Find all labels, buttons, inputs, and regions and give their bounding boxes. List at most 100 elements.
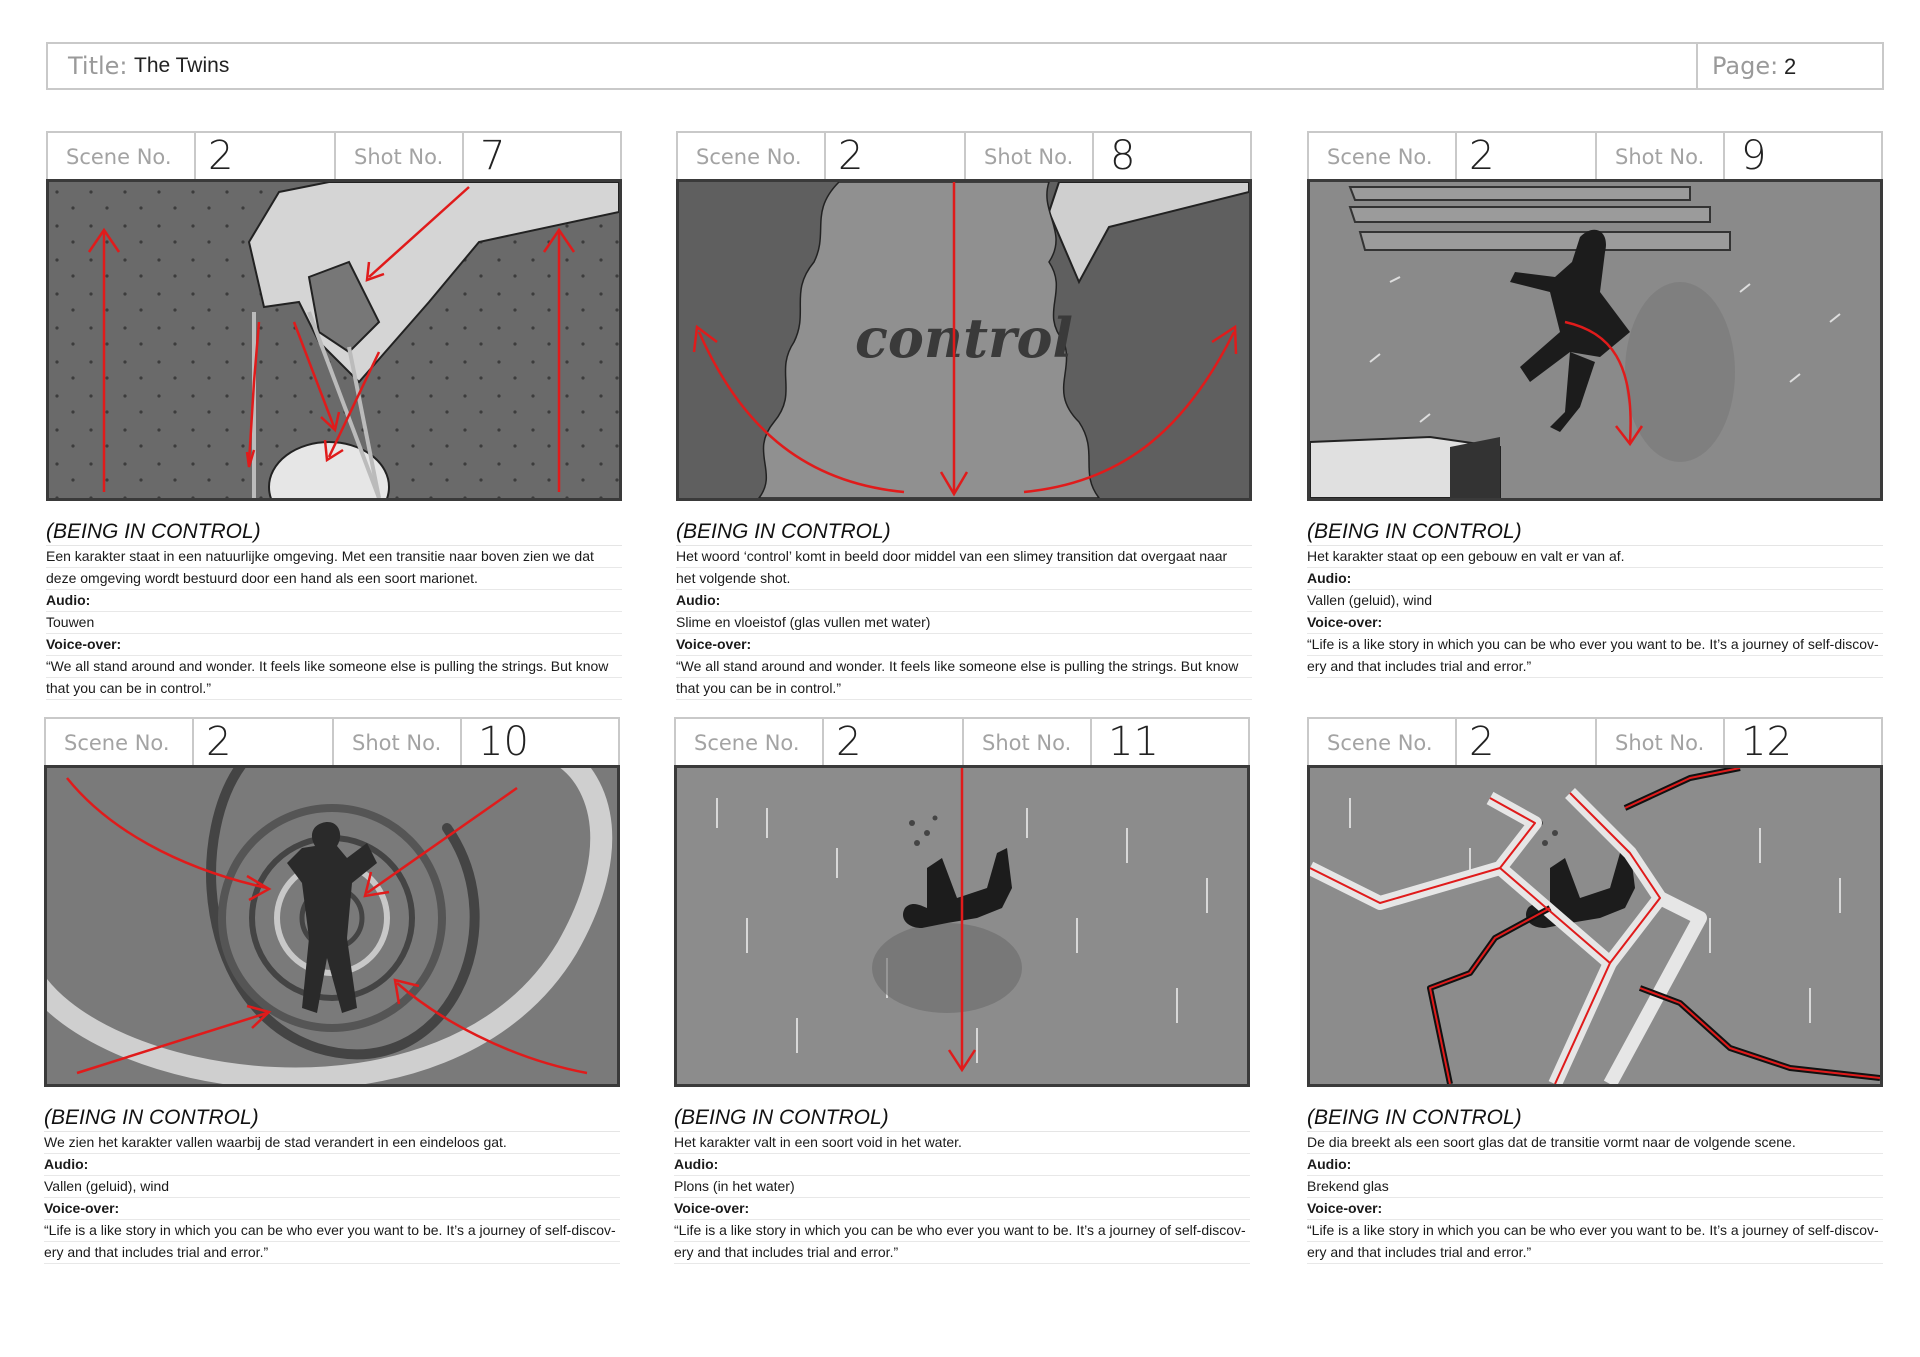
panel-description: (BEING IN CONTROL) Het karakter valt in … [674,1105,1250,1264]
sketch-drawing: control [679,182,1249,498]
sketch-frame [674,765,1250,1087]
shot-number: 11 [1108,719,1159,765]
sketch-drawing [47,768,617,1084]
scene-number: 2 [206,719,232,765]
description-line: De dia breekt als een soort glas dat de … [1307,1132,1883,1154]
sketch-frame [1307,179,1883,501]
panel-header: Scene No. 2 Shot No. 9 [1307,131,1883,179]
scene-label: Scene No. [1327,731,1433,755]
description-line: Het karakter valt in een soort void in h… [674,1132,1250,1154]
shot-label: Shot No. [984,145,1074,169]
sketch-drawing [1310,768,1880,1084]
sketch-frame [1307,765,1883,1087]
storyboard-panel-2: Scene No. 2 Shot No. 8 control (BEING IN… [676,131,1252,700]
title-bar: Title: The Twins Page: 2 [46,42,1884,90]
sketch-frame [46,179,622,501]
audio-label: Audio: [674,1154,1250,1176]
shot-label: Shot No. [354,145,444,169]
audio-label: Audio: [46,590,622,612]
shot-number: 10 [478,719,529,765]
panel-header: Scene No. 2 Shot No. 7 [46,131,622,179]
voiceover-line: “Life is a like story in which you can b… [674,1220,1250,1242]
panel-description: (BEING IN CONTROL) We zien het karakter … [44,1105,620,1264]
voiceover-label: Voice-over: [1307,1198,1883,1220]
panel-header: Scene No. 2 Shot No. 12 [1307,717,1883,765]
scene-heading: (BEING IN CONTROL) [46,519,622,546]
sketch-drawing [677,768,1247,1084]
audio-value: Brekend glas [1307,1176,1883,1198]
shot-label: Shot No. [1615,731,1705,755]
voiceover-line: “Life is a like story in which you can b… [44,1220,620,1242]
voiceover-label: Voice-over: [1307,612,1883,634]
shot-label: Shot No. [352,731,442,755]
storyboard-panel-3: Scene No. 2 Shot No. 9 (BEING I [1307,131,1883,678]
frame-word: control [855,306,1073,370]
audio-label: Audio: [1307,1154,1883,1176]
scene-label: Scene No. [694,731,800,755]
panel-header: Scene No. 2 Shot No. 10 [44,717,620,765]
shot-number: 12 [1741,719,1792,765]
scene-number: 2 [838,133,864,179]
storyboard-panel-1: Scene No. 2 Shot No. 7 [46,131,622,700]
scene-heading: (BEING IN CONTROL) [1307,519,1883,546]
description-line: deze omgeving wordt bestuurd door een ha… [46,568,622,590]
scene-number: 2 [208,133,234,179]
voiceover-line: ery and that includes trial and error.” [1307,656,1883,678]
scene-number: 2 [1469,719,1495,765]
description-line: Het karakter staat op een gebouw en valt… [1307,546,1883,568]
voiceover-label: Voice-over: [46,634,622,656]
voiceover-label: Voice-over: [44,1198,620,1220]
audio-label: Audio: [1307,568,1883,590]
panel-description: (BEING IN CONTROL) Het woord ‘control’ k… [676,519,1252,700]
scene-number: 2 [1469,133,1495,179]
shot-number: 8 [1110,133,1136,179]
voiceover-label: Voice-over: [674,1198,1250,1220]
shot-label: Shot No. [1615,145,1705,169]
scene-label: Scene No. [66,145,172,169]
voiceover-line: that you can be in control.” [46,678,622,700]
audio-value: Slime en vloeistof (glas vullen met wate… [676,612,1252,634]
audio-label: Audio: [676,590,1252,612]
panel-header: Scene No. 2 Shot No. 8 [676,131,1252,179]
panel-description: (BEING IN CONTROL) De dia breekt als een… [1307,1105,1883,1264]
voiceover-line: ery and that includes trial and error.” [674,1242,1250,1264]
voiceover-line: that you can be in control.” [676,678,1252,700]
title-label: Title: [68,52,128,80]
shot-number: 9 [1741,133,1767,179]
scene-heading: (BEING IN CONTROL) [676,519,1252,546]
page-value: 2 [1784,54,1797,79]
sketch-drawing [1310,182,1880,498]
description-line: Een karakter staat in een natuurlijke om… [46,546,622,568]
scene-heading: (BEING IN CONTROL) [1307,1105,1883,1132]
audio-label: Audio: [44,1154,620,1176]
panel-header: Scene No. 2 Shot No. 11 [674,717,1250,765]
voiceover-label: Voice-over: [676,634,1252,656]
description-line: Het woord ‘control’ komt in beeld door m… [676,546,1252,568]
shot-number: 7 [480,133,506,179]
voiceover-line: “Life is a like story in which you can b… [1307,1220,1883,1242]
storyboard-panel-4: Scene No. 2 Shot No. 10 (BEING [44,717,620,1264]
description-line: We zien het karakter vallen waarbij de s… [44,1132,620,1154]
audio-value: Vallen (geluid), wind [1307,590,1883,612]
voiceover-line: ery and that includes trial and error.” [44,1242,620,1264]
scene-label: Scene No. [1327,145,1433,169]
page-label: Page: [1712,52,1779,80]
voiceover-line: “We all stand around and wonder. It feel… [46,656,622,678]
panel-description: (BEING IN CONTROL) Een karakter staat in… [46,519,622,700]
sketch-frame [44,765,620,1087]
storyboard-panel-6: Scene No. 2 Shot No. 12 [1307,717,1883,1264]
storyboard-panel-5: Scene No. 2 Shot No. 11 (BEING IN CONTRO… [674,717,1250,1264]
title-value: The Twins [134,54,230,77]
scene-label: Scene No. [64,731,170,755]
audio-value: Vallen (geluid), wind [44,1176,620,1198]
scene-number: 2 [836,719,862,765]
panel-description: (BEING IN CONTROL) Het karakter staat op… [1307,519,1883,678]
title-divider [1696,44,1698,88]
shot-label: Shot No. [982,731,1072,755]
sketch-frame: control [676,179,1252,501]
voiceover-line: “Life is a like story in which you can b… [1307,634,1883,656]
scene-heading: (BEING IN CONTROL) [44,1105,620,1132]
sketch-drawing [49,182,619,498]
voiceover-line: “We all stand around and wonder. It feel… [676,656,1252,678]
scene-label: Scene No. [696,145,802,169]
